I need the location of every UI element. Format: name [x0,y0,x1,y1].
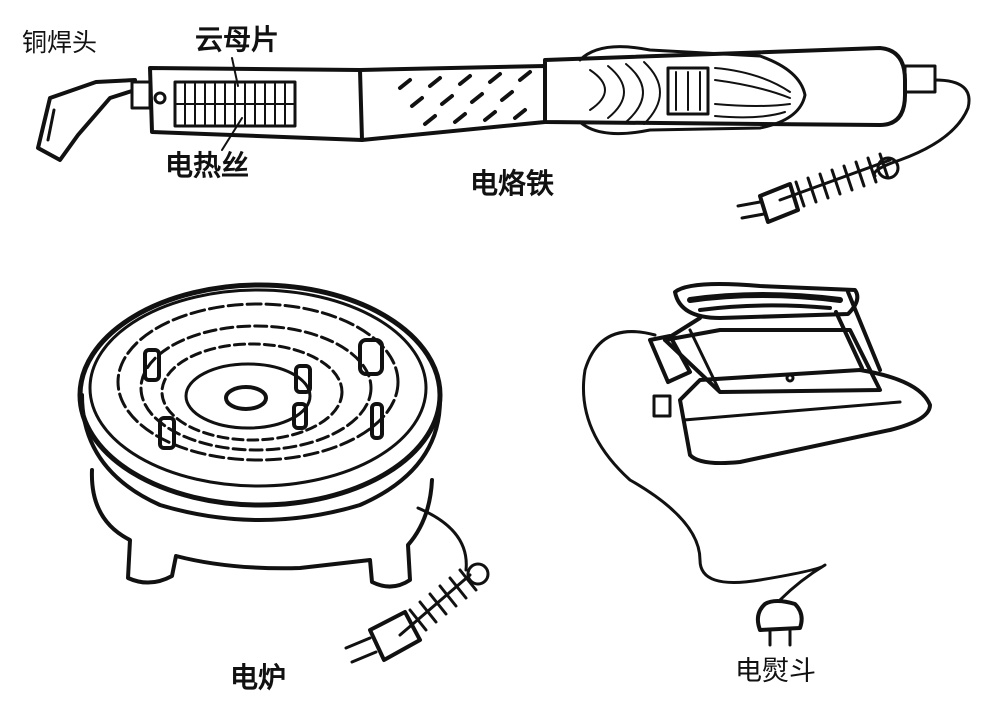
electric-stove-drawing [80,285,488,662]
electric-iron-drawing [583,284,930,645]
label-copper-tip: 铜焊头 [22,30,97,55]
stove-plug [370,612,420,660]
soldering-iron-plug [760,184,798,222]
handle [545,48,905,125]
perforated-neck [360,66,545,140]
iron-plug [758,601,802,630]
label-soldering-iron: 电烙铁 [470,170,554,198]
stove-base [92,470,432,587]
iron-cord [583,332,825,600]
label-mica: 云母片 [195,26,279,54]
label-heating-wire: 电热丝 [165,152,249,180]
label-electric-stove: 电炉 [230,664,286,692]
label-electric-iron: 电熨斗 [735,658,816,685]
